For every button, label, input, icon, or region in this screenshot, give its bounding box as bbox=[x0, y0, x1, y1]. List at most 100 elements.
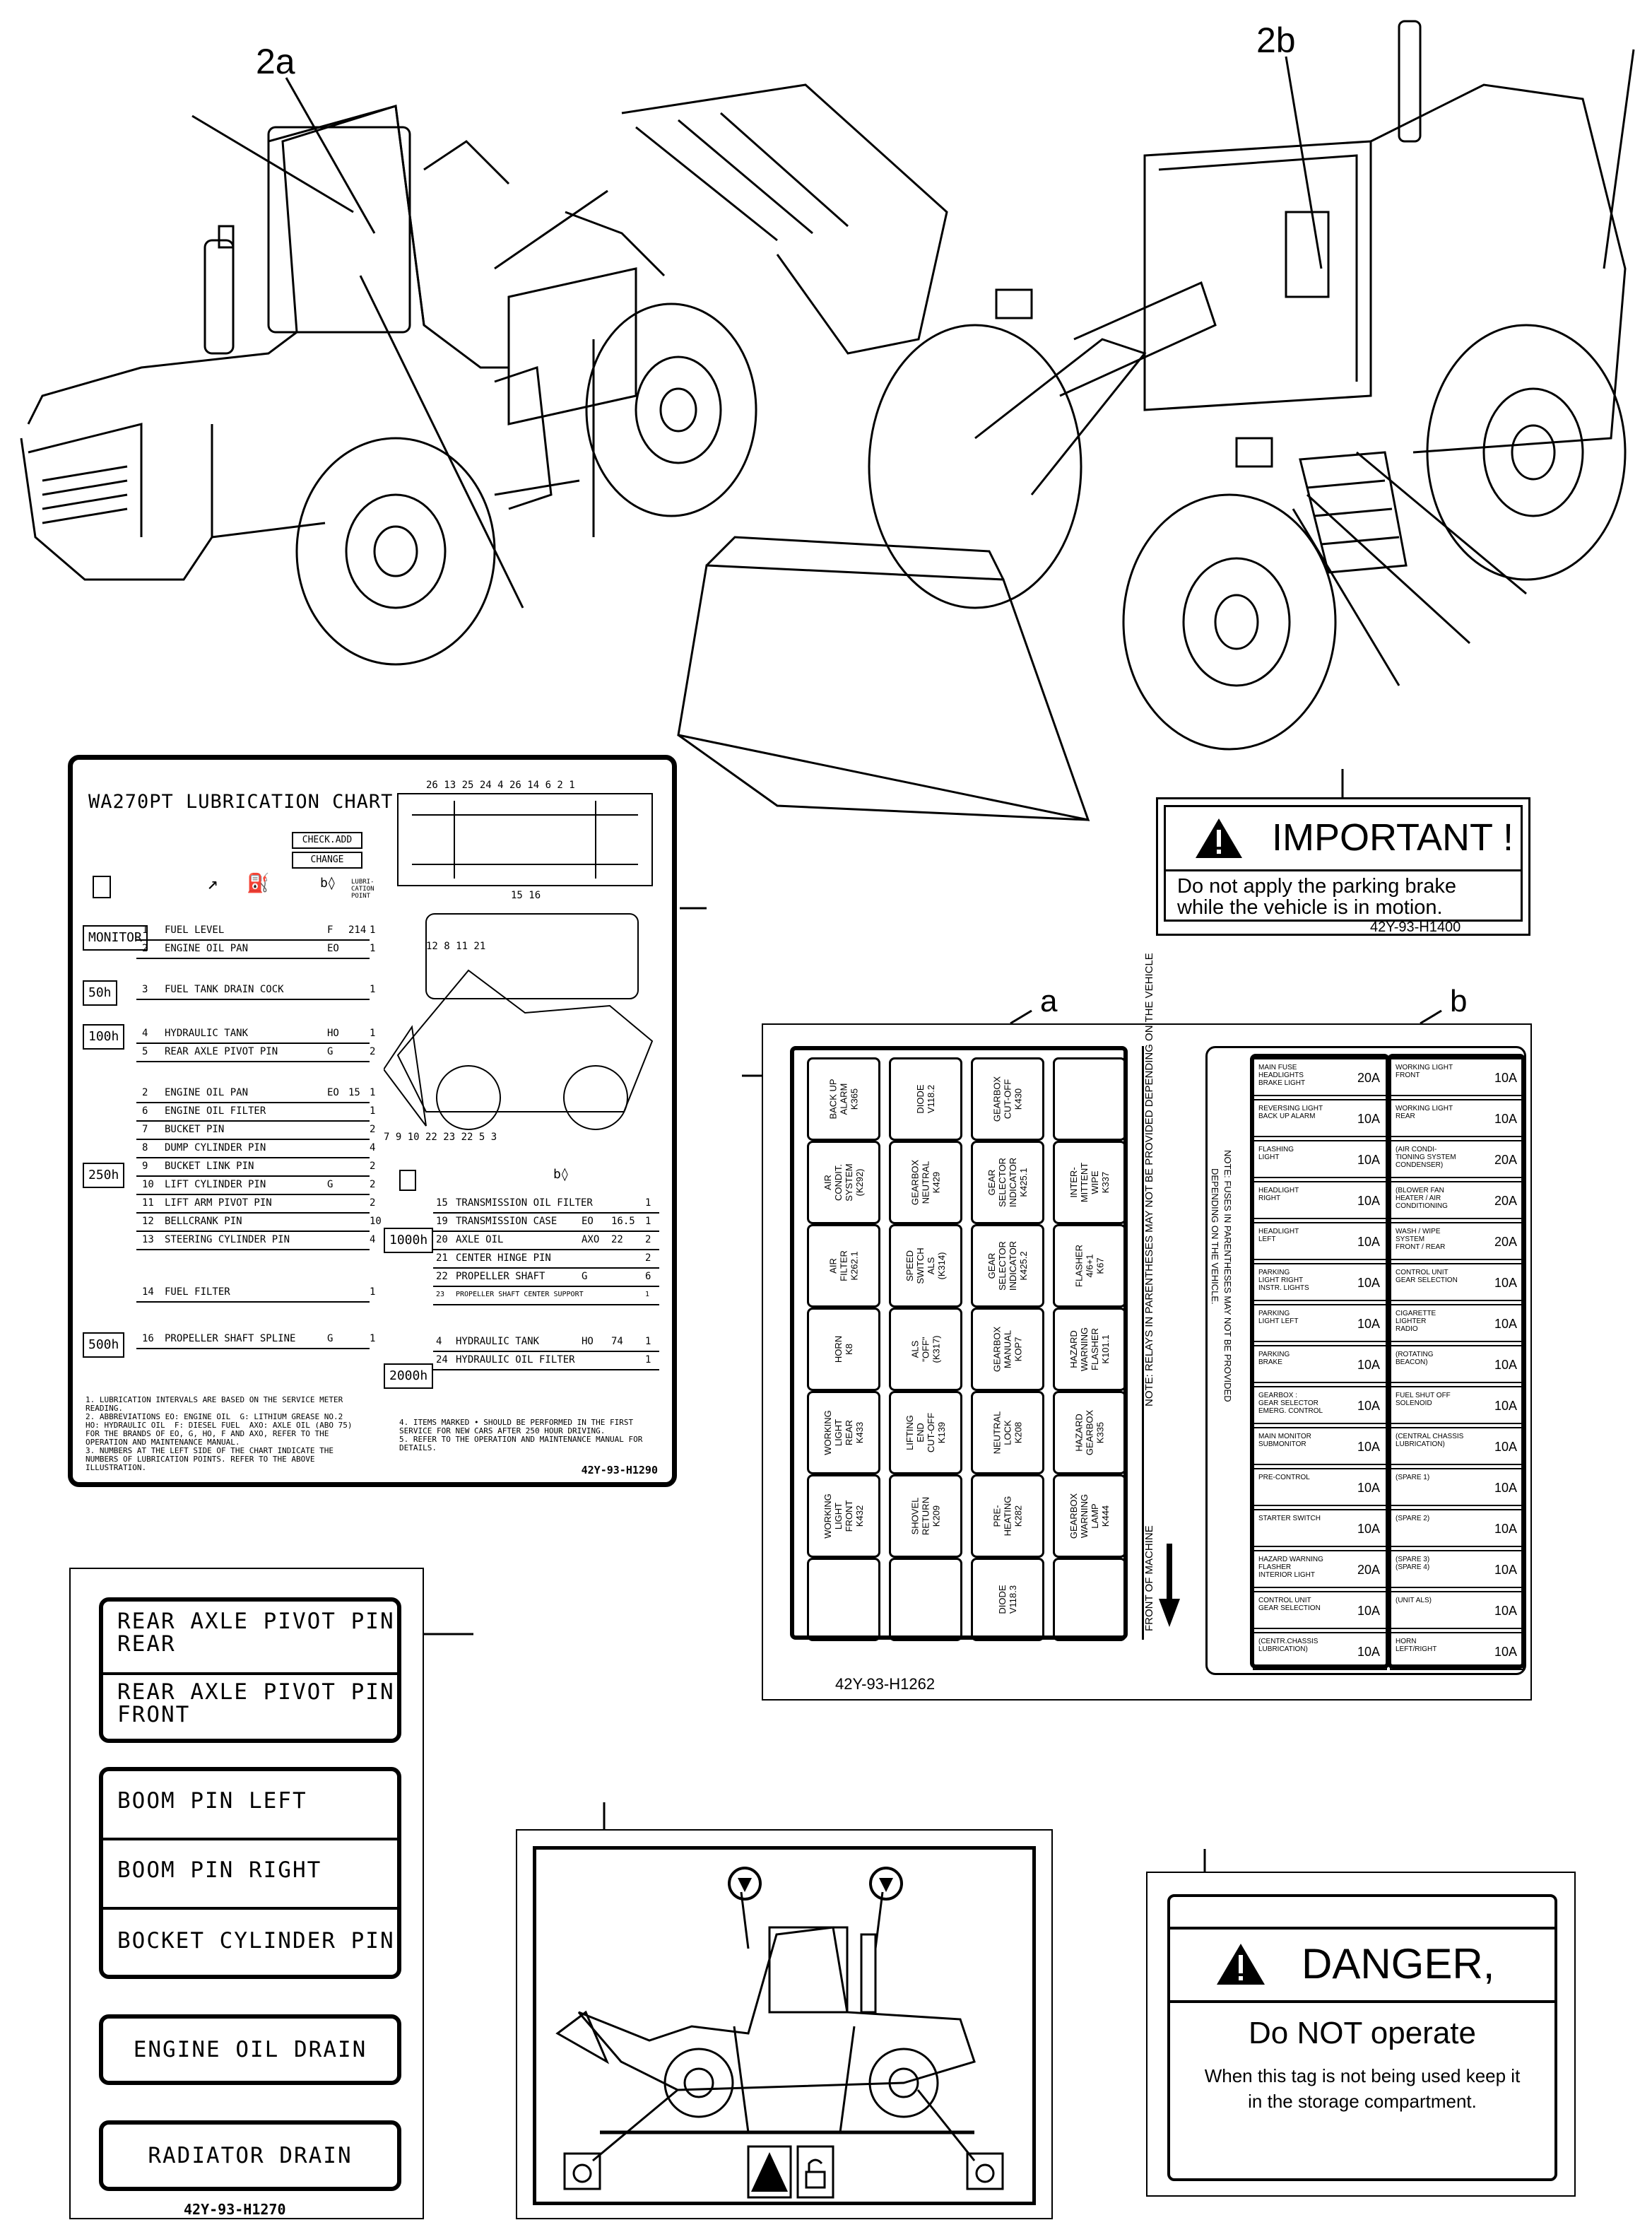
lube-cell-pts: 2 bbox=[370, 1124, 376, 1135]
fuse-label: MAIN FUSE HEADLIGHTS BRAKE LIGHT bbox=[1258, 1064, 1306, 1087]
lube-cell-name: HYDRAULIC TANK bbox=[165, 1028, 249, 1039]
fuse-cell: HAZARD WARNING FLASHER INTERIOR LIGHT 20A bbox=[1253, 1550, 1387, 1588]
relay-slot: INTER- MITTENT WIPE K337 bbox=[1053, 1141, 1126, 1224]
relay-slot: PRE- HEATING K282 bbox=[971, 1474, 1044, 1558]
lube-cell-name: HYDRAULIC OIL FILTER bbox=[456, 1354, 575, 1366]
relay-slot: GEAR SELECTOR INDICATOR K425.1 bbox=[971, 1141, 1044, 1224]
lube-cell-num: 6 bbox=[142, 1105, 148, 1117]
relay-label: WORKING LIGHT REAR K433 bbox=[822, 1410, 865, 1455]
lube-cell-pts: 2 bbox=[370, 1197, 376, 1209]
fuse-amps: 10A bbox=[1357, 1481, 1380, 1495]
lube-cell-name: BUCKET PIN bbox=[165, 1124, 225, 1135]
relay-slot: SPEED SWITCH ALS (K314) bbox=[889, 1224, 962, 1308]
relay-slot: HAZARD WARNING FLASHER K101.1 bbox=[1053, 1308, 1126, 1391]
lube-cell-num: 23 bbox=[436, 1291, 445, 1298]
lube-cell-pts: 4 bbox=[370, 1234, 376, 1245]
lube-cell-pts: 6 bbox=[645, 1271, 651, 1282]
lube-cell-num: 2 bbox=[142, 1087, 148, 1098]
lube-cell-pts: 1 bbox=[645, 1197, 651, 1209]
lube-cell-num: 21 bbox=[436, 1252, 448, 1264]
lube-cell-qty: 16.5 bbox=[611, 1216, 635, 1227]
relay-label: SHOVEL RETURN K209 bbox=[909, 1496, 942, 1536]
lube-cell-name: LIFT ARM PIVOT PIN bbox=[165, 1197, 272, 1209]
tag-radiator-drain: RADIATOR DRAIN bbox=[99, 2120, 401, 2191]
lube-cell-name: ENGINE OIL PAN bbox=[165, 1087, 249, 1098]
lube-cell-pts: 1 bbox=[370, 1087, 376, 1098]
fuse-cell: (SPARE 1)10A bbox=[1390, 1468, 1524, 1506]
warning-triangle-icon bbox=[1196, 818, 1242, 858]
lube-cell-pts: 1 bbox=[645, 1291, 650, 1298]
relay-slot: HORN K8 bbox=[807, 1308, 880, 1391]
relay-slot bbox=[1053, 1057, 1126, 1141]
lube-diagram-mid: 12 8 11 21 bbox=[426, 941, 485, 952]
fuse-cell: (ROTATING BEACON)10A bbox=[1390, 1345, 1524, 1383]
oil-drop-icon: b◊ bbox=[320, 876, 336, 891]
hook-icon-right bbox=[869, 1867, 903, 1901]
fuse-cell: (CENTRAL CHASSIS LUBRICATION) 10A bbox=[1390, 1427, 1524, 1465]
lube-change: CHANGE bbox=[292, 852, 362, 869]
fuse-label: (CENTRAL CHASSIS LUBRICATION) bbox=[1396, 1433, 1464, 1448]
lock-icon bbox=[796, 2145, 834, 2199]
fuse-label: HAZARD WARNING FLASHER INTERIOR LIGHT bbox=[1258, 1556, 1323, 1579]
interval-50h: 50h bbox=[83, 980, 117, 1006]
relay-label: GEARBOX MANUAL KOP7 bbox=[991, 1326, 1024, 1373]
lube-cell-pts: 2 bbox=[370, 1046, 376, 1057]
important-line-2: while the vehicle is in motion. bbox=[1177, 896, 1443, 919]
relay-label: SPEED SWITCH ALS (K314) bbox=[904, 1247, 947, 1284]
interval-500h: 500h bbox=[83, 1332, 125, 1358]
fuse-amps: 10A bbox=[1357, 1194, 1380, 1208]
fuse-cell: HEADLIGHT RIGHT 10A bbox=[1253, 1181, 1387, 1219]
fuse-amps: 20A bbox=[1357, 1563, 1380, 1577]
grease-gun-icon: ↗ bbox=[207, 873, 218, 894]
lube-header-small: LUBRI-CATION POINT bbox=[351, 879, 374, 900]
interval-1000h: 1000h bbox=[384, 1228, 434, 1253]
tag-boom-right: BOOM PIN RIGHT bbox=[117, 1857, 322, 1883]
lube-notes-right: 4. ITEMS MARKED • SHOULD BE PERFORMED IN… bbox=[399, 1418, 643, 1452]
relay-note: NOTE: RELAYS IN PARENTHESES MAY NOT BE P… bbox=[1143, 953, 1155, 1406]
fuse-cell: (CENTR.CHASSIS LUBRICATION)10A bbox=[1253, 1632, 1387, 1670]
lube-cell-name: BUCKET LINK PIN bbox=[165, 1161, 254, 1172]
hook-icon-left bbox=[728, 1867, 762, 1901]
fuse-amps: 10A bbox=[1494, 1440, 1517, 1454]
fuse-amps: 10A bbox=[1357, 1358, 1380, 1372]
fuse-amps: 10A bbox=[1357, 1112, 1380, 1126]
lube-cell-qty: 214 bbox=[348, 924, 367, 936]
lube-cell-pts: 1 bbox=[645, 1216, 651, 1227]
lube-cell-oil: HO bbox=[582, 1336, 594, 1347]
relay-label: INTER- MITTENT WIPE K337 bbox=[1068, 1162, 1111, 1203]
lube-cell-num: 5 bbox=[142, 1046, 148, 1057]
relay-slot: DIODE V118.2 bbox=[889, 1057, 962, 1141]
lube-cell-num: 13 bbox=[142, 1234, 154, 1245]
lube-cell-pts: 2 bbox=[645, 1234, 651, 1245]
lube-cell-num: 8 bbox=[142, 1142, 148, 1153]
relay-label: HAZARD GEARBOX K335 bbox=[1073, 1409, 1106, 1456]
lube-cell-name: DUMP CYLINDER PIN bbox=[165, 1142, 266, 1153]
lube-cell-name: TRANSMISSION CASE bbox=[456, 1216, 557, 1227]
lube-cell-name: PROPELLER SHAFT SPLINE bbox=[165, 1333, 296, 1344]
lube-code: 42Y-93-H1290 bbox=[581, 1464, 658, 1476]
fuse-label: HEADLIGHT RIGHT bbox=[1258, 1187, 1299, 1202]
important-sign: IMPORTANT ! Do not apply the parking bra… bbox=[1156, 797, 1530, 936]
fuse-amps: 10A bbox=[1494, 1645, 1517, 1659]
fuse-amps: 10A bbox=[1494, 1317, 1517, 1331]
lube-cell-name: CENTER HINGE PIN bbox=[456, 1252, 551, 1264]
lube-diagram-low: 7 9 10 22 23 22 5 3 bbox=[384, 1132, 497, 1143]
filter-icon bbox=[93, 876, 111, 898]
relay-label: DIODE V118.3 bbox=[997, 1585, 1018, 1614]
lube-cell-num: 4 bbox=[436, 1336, 442, 1347]
fuse-label: (BLOWER FAN HEATER / AIR CONDITIONING bbox=[1396, 1187, 1448, 1210]
